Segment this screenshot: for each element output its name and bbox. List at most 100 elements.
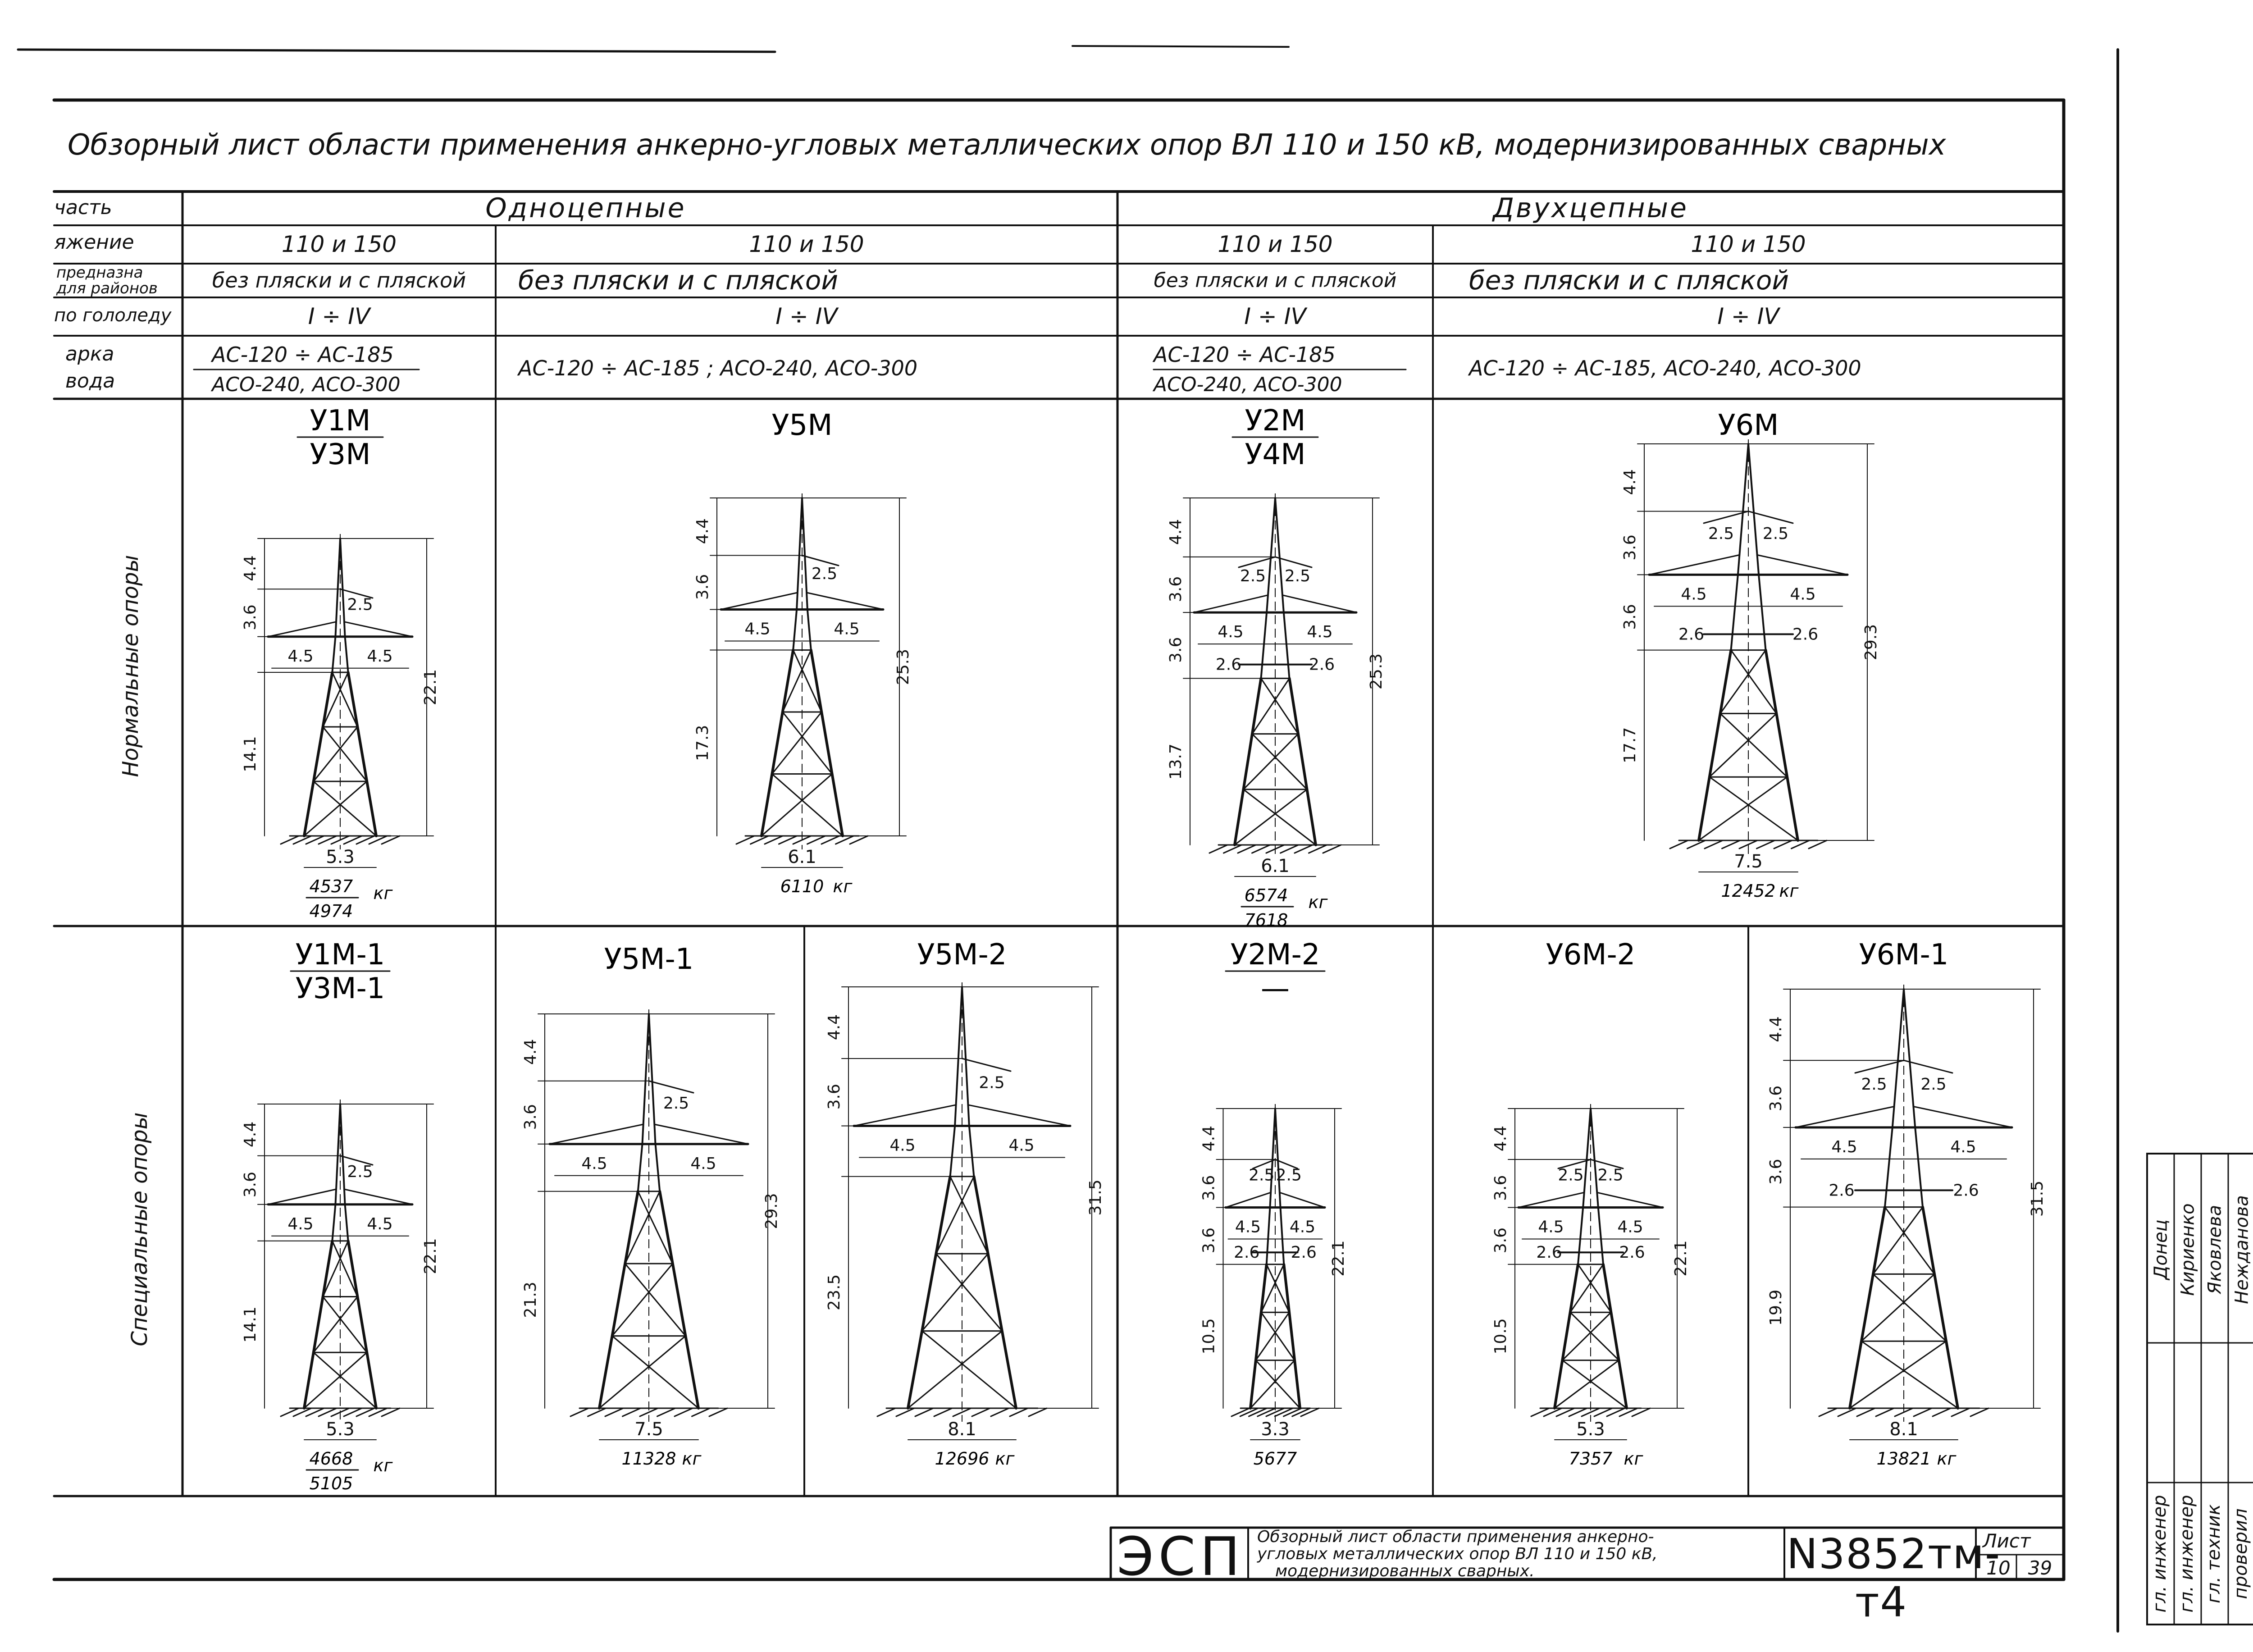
special-2-dim-arm-left: 4.5 [581, 1155, 607, 1173]
normal-1-dim-mid: 3.6 [241, 604, 260, 630]
normal-2-dim-arm-right: 4.5 [834, 620, 859, 639]
col4-ice: I ÷ IV [1433, 297, 2064, 336]
special-3-dim-arm-left: 4.5 [889, 1136, 915, 1155]
tower-name-2: — [1261, 972, 1290, 1005]
special-6-dim-total: 31.5 [2028, 1181, 2047, 1217]
normal-2-dim-total: 25.3 [894, 649, 912, 685]
normal-1-dim-arm-right: 4.5 [367, 647, 392, 666]
special-5-dim-total: 22.1 [1672, 1240, 1690, 1276]
tower-name: У1М [310, 404, 371, 438]
special-2-dim-arm-right: 4.5 [690, 1155, 716, 1173]
special-6-dim-arm-right: 4.5 [1950, 1138, 1976, 1156]
special-4-dim-base: 3.3 [1261, 1419, 1290, 1440]
stamp-sheet-label: Лист [1983, 1530, 2030, 1552]
signature-name: Донец [2148, 1156, 2174, 1343]
row-label-ice: по гололеду [54, 305, 171, 326]
normal-3-dim-lower-arm2: 2.6 [1309, 656, 1335, 674]
signature-role: гл. инженер [2174, 1484, 2199, 1624]
normal-3-dim-mid: 3.6 [1167, 576, 1185, 602]
tower-name-2: У4М [1245, 438, 1306, 471]
col2-ice: I ÷ IV [496, 297, 1117, 336]
tower-weight: 7357 [1569, 1449, 1613, 1469]
normal-4-dim-arm-left: 4.5 [1681, 585, 1706, 603]
normal-1-dim-lower: 14.1 [241, 736, 260, 772]
normal-3-dim-arm-left: 4.5 [1218, 623, 1243, 641]
special-5-dim-lower-arm2: 2.6 [1619, 1243, 1645, 1262]
col1-wire-1: АС-120 ÷ АС-185 [212, 342, 394, 367]
special-3-dim-lower: 23.5 [825, 1274, 844, 1310]
special-5-dim-mid: 3.6 [1491, 1175, 1510, 1201]
stamp-org: ЭСП [1113, 1525, 1248, 1588]
special-1-dim-arm-left: 4.5 [287, 1215, 313, 1233]
tower-weight-unit: кг [1624, 1449, 1644, 1469]
special-2-dim-upper-arm: 2.5 [663, 1094, 689, 1113]
tower-name: У2М [1245, 404, 1306, 438]
row-label-purpose-2: для районов [56, 279, 158, 297]
normal-4-dim-arm-right: 4.5 [1790, 585, 1815, 603]
col1-purpose: без пляски и с пляской [182, 264, 496, 297]
tower-name: У6М-2 [1546, 938, 1636, 972]
special-1-dim-total: 22.1 [421, 1238, 440, 1274]
normal-2-dim-top: 4.4 [693, 518, 712, 544]
special-6-dim-arm-left: 4.5 [1831, 1138, 1857, 1156]
special-4-dim-upper-arm2: 2.5 [1249, 1166, 1274, 1185]
special-3-dim-arm-right: 4.5 [1008, 1136, 1034, 1155]
special-4-dim-arm-left: 4.5 [1235, 1218, 1261, 1236]
special-6-dim-upper-arm2: 2.5 [1861, 1075, 1887, 1094]
tower-name: У6М [1718, 409, 1779, 442]
group-single-circuit: Одноцепные [451, 192, 721, 225]
special-4-dim-mid: 3.6 [1200, 1175, 1218, 1201]
tower-weight: 12696 [935, 1449, 990, 1469]
tower-name: У2М-2 [1231, 938, 1320, 972]
special-6-dim-lower-arm2: 2.6 [1953, 1181, 1979, 1200]
tower-weight: 4668 [310, 1449, 353, 1469]
col3-wire-2: АСО-240, АСО-300 [1154, 373, 1342, 396]
normal-3-dim-total: 25.3 [1367, 653, 1386, 689]
tower-weight: 12452 [1721, 881, 1776, 901]
tower-weight: 13821 [1877, 1449, 1931, 1469]
col3-purpose: без пляски и с пляской [1117, 264, 1433, 297]
stamp-description-3: модернизированных сварных. [1275, 1562, 1535, 1580]
stamp-description-1: Обзорный лист области применения анкерно… [1257, 1528, 1654, 1546]
tower-weight-unit: кг [1937, 1449, 1957, 1469]
tower-weight-unit: кг [1779, 881, 1799, 901]
special-6-dim-mid2: 3.6 [1767, 1159, 1785, 1185]
normal-1-dim-upper-arm: 2.5 [347, 595, 373, 614]
normal-2-dim-mid: 3.6 [693, 574, 712, 600]
group-double-circuit: Двухцепные [1433, 192, 1748, 225]
stamp-description-2: угловых металлических опор ВЛ 110 и 150 … [1257, 1545, 1658, 1563]
special-1-dim-mid: 3.6 [241, 1172, 260, 1197]
normal-3-dim-base: 6.1 [1261, 856, 1290, 876]
normal-4-dim-mid: 3.6 [1621, 534, 1639, 560]
special-4-dim-upper-arm: 2.5 [1276, 1166, 1302, 1185]
special-5-dim-top: 4.4 [1491, 1126, 1510, 1151]
signature-name: Яковлева [2203, 1156, 2228, 1343]
normal-3-dim-lower: 13.7 [1167, 744, 1185, 780]
special-2-dim-total: 29.3 [762, 1193, 781, 1229]
tower-name: У1М-1 [296, 938, 385, 972]
tower-name-2: У3М [310, 438, 371, 471]
tower-weight-2: 5105 [310, 1474, 353, 1493]
tower-weight-unit: кг [1309, 892, 1328, 912]
col2-purpose: без пляски и с пляской [518, 264, 1104, 297]
special-5-dim-upper-arm: 2.5 [1597, 1166, 1623, 1185]
tower-weight-2: 4974 [310, 901, 353, 921]
special-4-dim-mid2: 3.6 [1200, 1228, 1218, 1253]
normal-3-dim-mid2: 3.6 [1167, 637, 1185, 663]
special-5-dim-arm-right: 4.5 [1617, 1218, 1643, 1236]
col4-voltage: 110 и 150 [1433, 225, 2064, 264]
special-5-dim-lower: 10.5 [1491, 1318, 1510, 1354]
tower-name: У5М-1 [604, 943, 694, 976]
tower-weight-unit: кг [374, 1456, 393, 1475]
special-1-dim-arm-right: 4.5 [367, 1215, 392, 1233]
tower-weight: 6110 [780, 876, 824, 896]
special-6-dim-lower: 19.9 [1767, 1290, 1785, 1326]
col3-voltage: 110 и 150 [1117, 225, 1433, 264]
normal-4-dim-lower-arm: 2.6 [1678, 625, 1704, 643]
